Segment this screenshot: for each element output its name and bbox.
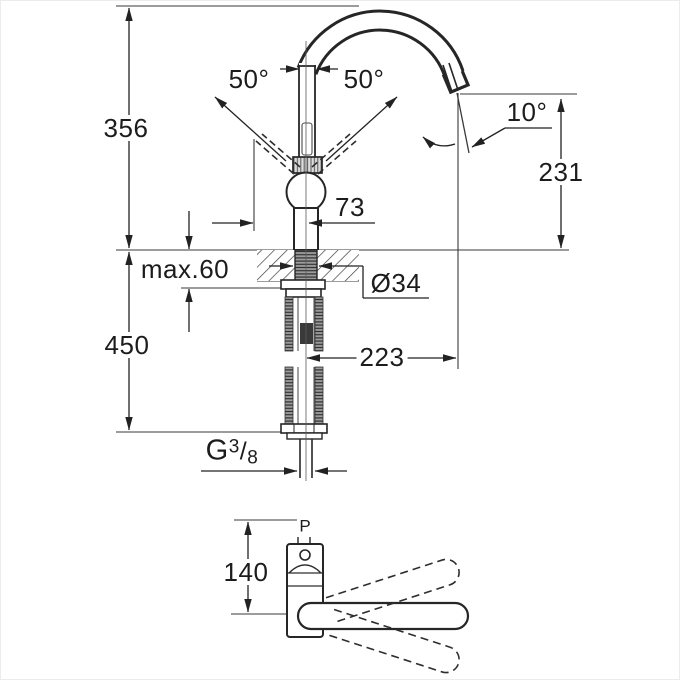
reference-lines (116, 5, 577, 433)
faucet-front-view (285, 9, 471, 251)
mounting-section (257, 249, 359, 478)
angle-10-label: 10° (506, 97, 548, 127)
angle-50-right-leader (325, 96, 398, 162)
dim-231-label: 231 (535, 159, 587, 185)
dim-223-label: 223 (356, 344, 408, 370)
hose-fitting (300, 323, 313, 344)
angle-50-left-leader (214, 96, 287, 162)
hose-end-fitting (280, 423, 328, 434)
angle-50-right-label: 50° (343, 64, 385, 94)
lever-cartridge (301, 122, 313, 156)
dim-450-label: 450 (101, 332, 153, 358)
dim-max60-label: max.60 (140, 254, 230, 284)
swing-arc (422, 136, 456, 149)
dim-73-label: 73 (335, 192, 365, 222)
angle-50-left-label: 50° (228, 64, 270, 94)
dim-d34-label: Ø34 (370, 268, 422, 298)
mousseur-line (442, 64, 453, 93)
pivot-screw (299, 549, 311, 561)
washer (280, 279, 326, 290)
spout-swivel-up (325, 558, 460, 624)
mounting-nut (285, 288, 322, 298)
angle-10-leader (471, 127, 506, 148)
dim-140-label: 140 (220, 559, 272, 585)
mousseur-line (448, 62, 459, 91)
lever-tilt-positions (255, 133, 357, 175)
spout-top-view (296, 601, 470, 631)
spout-swivel-down (325, 608, 460, 674)
thread-g38-label: G3/8 (205, 434, 259, 469)
dim-356-label: 356 (100, 115, 152, 141)
faucet-top-view (231, 519, 470, 674)
pivot-label: P (299, 516, 311, 536)
